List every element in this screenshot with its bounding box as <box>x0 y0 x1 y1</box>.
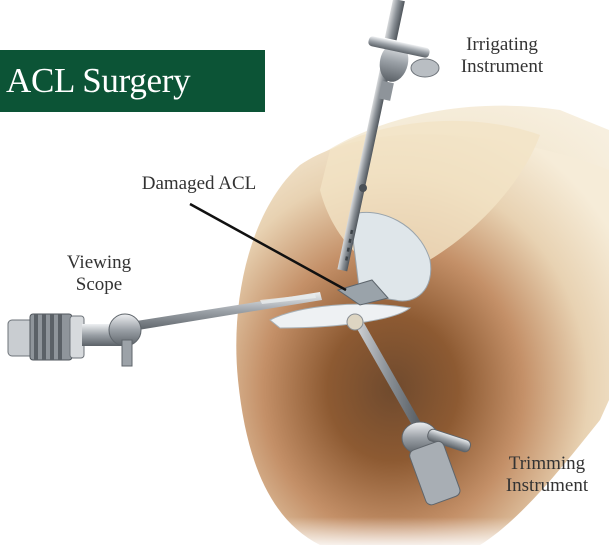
viewing-label-line1: Viewing <box>44 252 154 274</box>
trimming-label-line1: Trimming <box>487 453 607 475</box>
irrigating-instrument-label: Irrigating Instrument <box>437 34 567 78</box>
trimming-label-line2: Instrument <box>487 475 607 497</box>
page-title: ACL Surgery <box>6 61 190 101</box>
viewing-scope-label: Viewing Scope <box>44 252 154 296</box>
irrigating-label-line1: Irrigating <box>437 34 567 56</box>
irrigating-label-line2: Instrument <box>437 56 567 78</box>
damaged-acl-label: Damaged ACL <box>114 173 284 195</box>
damaged-acl-label-text: Damaged ACL <box>114 173 284 195</box>
viewing-label-line2: Scope <box>44 274 154 296</box>
title-banner: ACL Surgery <box>0 50 265 112</box>
trimming-instrument-label: Trimming Instrument <box>487 453 607 497</box>
